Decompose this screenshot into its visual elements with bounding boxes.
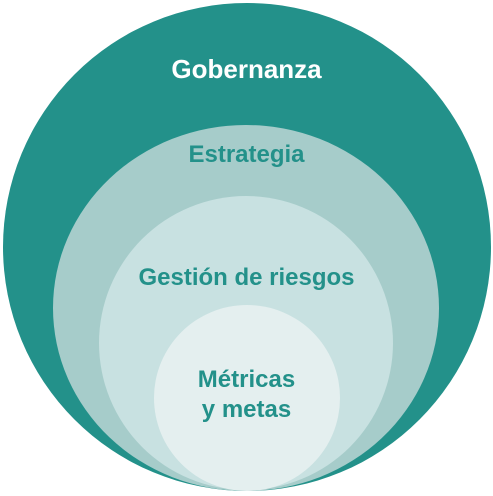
label-metricas-line-2: y metas	[201, 396, 292, 423]
label-gestion-de-riesgos: Gestión de riesgos	[138, 264, 355, 291]
label-metricas-y-metas: Métricas y metas	[0, 365, 493, 425]
label-estrategia: Estrategia	[188, 141, 305, 168]
label-gobernanza: Gobernanza	[171, 54, 322, 84]
label-metricas-line-1: Métricas	[197, 366, 296, 393]
circle-metricas-y-metas	[154, 305, 340, 491]
